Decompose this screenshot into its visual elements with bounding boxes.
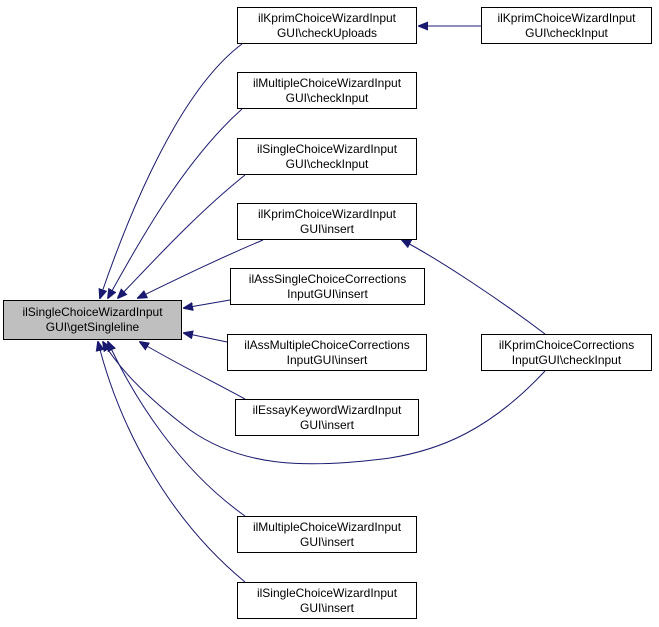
edge-kprim-insert-to-main (138, 239, 264, 298)
edge-kprim-corrections-to-main (103, 342, 546, 465)
node-label-line1: ilKprimChoiceCorrections (498, 337, 635, 352)
node-label-line1: ilKprimChoiceWizardInput (497, 10, 636, 25)
node-kprim-corrections-checkinput[interactable]: ilKprimChoiceCorrections InputGUI\checkI… (481, 334, 652, 371)
edge-single-insert-to-main (98, 342, 246, 583)
edge-essay-to-main (140, 342, 246, 400)
node-ass-single-insert[interactable]: ilAssSingleChoiceCorrections InputGUI\in… (230, 268, 425, 305)
node-label-line2: GUI\checkInput (285, 156, 369, 171)
node-single-checkinput[interactable]: ilSingleChoiceWizardInput GUI\checkInput (237, 138, 417, 175)
node-label-line2: GUI\insert (299, 221, 354, 236)
node-multiple-insert[interactable]: ilMultipleChoiceWizardInput GUI\insert (237, 516, 417, 553)
node-label-line2: GUI\insert (299, 534, 354, 549)
node-essay-insert[interactable]: ilEssayKeywordWizardInput GUI\insert (235, 399, 419, 436)
node-ass-multiple-insert[interactable]: ilAssMultipleChoiceCorrections InputGUI\… (227, 334, 427, 371)
node-label-line1: ilSingleChoiceWizardInput (256, 141, 398, 156)
edge-multiple-insert-to-main (108, 342, 246, 517)
node-multiple-checkinput[interactable]: ilMultipleChoiceWizardInput GUI\checkInp… (237, 72, 417, 109)
node-label-line2: GUI\checkInput (285, 90, 369, 105)
node-label-line1: ilAssMultipleChoiceCorrections (244, 337, 410, 352)
edge-single-checkinput-to-main (118, 174, 246, 298)
node-single-insert[interactable]: ilSingleChoiceWizardInput GUI\insert (237, 582, 417, 619)
node-kprim-checkuploads[interactable]: ilKprimChoiceWizardInput GUI\checkUpload… (237, 7, 417, 44)
node-label-line1: ilKprimChoiceWizardInput (257, 206, 397, 221)
node-kprim-insert[interactable]: ilKprimChoiceWizardInput GUI\insert (237, 203, 417, 240)
node-label-line1: ilEssayKeywordWizardInput (252, 402, 402, 417)
node-label-line2: InputGUI\insert (287, 286, 368, 301)
node-label-line2: GUI\insert (299, 417, 354, 432)
node-label-line2: GUI\insert (299, 600, 354, 615)
node-label-line1: ilSingleChoiceWizardInput (256, 585, 398, 600)
node-label-line2: GUI\checkInput (525, 25, 608, 40)
node-label-line2: GUI\getSingleline (45, 320, 140, 334)
node-label-line1: ilMultipleChoiceWizardInput (252, 75, 402, 90)
node-label-line2: GUI\checkUploads (276, 25, 378, 40)
node-kprim-checkinput[interactable]: ilKprimChoiceWizardInput GUI\checkInput (481, 7, 652, 44)
node-label-line1: ilAssSingleChoiceCorrections (248, 271, 407, 286)
node-main-getsingleline[interactable]: ilSingleChoiceWizardInput GUI\getSinglel… (3, 300, 182, 340)
node-label-line1: ilMultipleChoiceWizardInput (252, 519, 402, 534)
edge-kprim-corrections-to-kprim-insert (402, 240, 546, 335)
edge-checkuploads-to-main (100, 43, 243, 298)
edge-multiple-checkinput-to-main (108, 108, 243, 298)
node-label-line2: InputGUI\insert (286, 352, 368, 367)
node-label-line1: ilKprimChoiceWizardInput (257, 10, 397, 25)
edge-ass-single-to-main (184, 299, 231, 308)
edge-ass-multiple-to-main (184, 333, 228, 343)
node-label-line2: InputGUI\checkInput (511, 352, 622, 367)
node-label-line1: ilSingleChoiceWizardInput (22, 305, 163, 319)
